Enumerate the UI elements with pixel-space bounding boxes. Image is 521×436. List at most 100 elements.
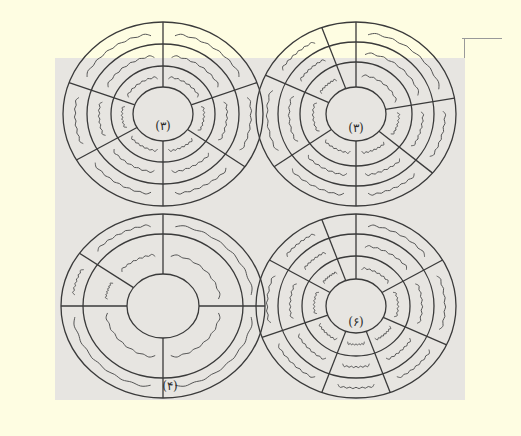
script-stroke [175, 226, 252, 295]
radial-divider [162, 141, 163, 206]
script-stroke [168, 138, 192, 151]
script-stroke [98, 102, 105, 135]
ring [127, 274, 199, 338]
script-stroke [397, 350, 430, 378]
script-stroke [415, 284, 422, 323]
radial-divider [379, 131, 433, 173]
radial-divider [188, 129, 245, 166]
script-stroke [266, 91, 278, 151]
script-stroke [301, 60, 326, 81]
radial-divider [262, 315, 328, 337]
radial-divider [322, 331, 346, 392]
page-edge [464, 38, 465, 58]
script-stroke [87, 34, 151, 77]
script-stroke [168, 77, 198, 98]
radial-divider [366, 331, 390, 392]
script-stroke [105, 283, 113, 299]
script-stroke [305, 253, 326, 270]
radial-divider [69, 83, 135, 105]
script-stroke [292, 169, 344, 196]
script-stroke [132, 136, 158, 152]
script-stroke [313, 292, 319, 313]
radial-divider [191, 83, 257, 105]
script-stroke [73, 270, 84, 295]
script-stroke [171, 255, 220, 299]
ring [61, 214, 265, 398]
script-stroke [386, 338, 410, 359]
radial-divider [162, 214, 163, 274]
script-stroke [326, 140, 351, 154]
script-stroke [266, 276, 275, 323]
ring [256, 22, 456, 206]
script-stroke [114, 149, 154, 172]
ring [133, 87, 193, 141]
radial-divider [162, 22, 163, 87]
radial-divider [383, 317, 446, 344]
radial-divider [382, 260, 443, 293]
radial-divider [355, 214, 356, 279]
script-stroke [128, 77, 158, 98]
script-stroke [95, 163, 151, 194]
scan-ground [55, 58, 465, 400]
script-stroke [171, 313, 220, 357]
script-stroke [283, 42, 316, 70]
center-number: (۳) [348, 121, 363, 135]
script-stroke [368, 225, 424, 257]
script-stroke [343, 364, 370, 368]
script-stroke [368, 173, 414, 195]
script-stroke [362, 142, 384, 154]
center-disc: (۶) [344, 313, 367, 331]
page-edge [462, 38, 502, 39]
radial-divider [322, 220, 346, 281]
radial-divider [274, 129, 331, 166]
script-stroke [121, 107, 126, 128]
script-stroke [348, 342, 365, 345]
radial-divider [199, 305, 265, 306]
script-stroke [365, 159, 399, 176]
script-stroke [98, 225, 151, 252]
script-stroke [175, 34, 239, 77]
script-stroke [172, 153, 209, 173]
radial-divider [76, 128, 137, 161]
center-disc: (۳) [344, 119, 367, 137]
script-stroke [74, 98, 83, 144]
handwriting-marks [73, 33, 446, 388]
script-stroke [198, 107, 205, 130]
script-stroke [312, 103, 319, 131]
script-stroke [175, 317, 252, 386]
center-number: (۶) [348, 315, 363, 329]
script-stroke [106, 313, 155, 357]
script-stroke [74, 317, 151, 386]
script-stroke [108, 56, 154, 87]
radial-divider [355, 141, 356, 206]
radial-divider [265, 75, 328, 102]
center-disc: (۳) [151, 117, 174, 135]
script-stroke [391, 113, 400, 134]
script-stroke [362, 268, 389, 284]
script-stroke [375, 326, 391, 340]
script-stroke [411, 112, 424, 146]
script-stroke [289, 284, 296, 318]
center-number: (۳) [155, 119, 170, 133]
radial-divider [79, 253, 133, 287]
script-stroke [323, 272, 337, 283]
script-stroke [338, 384, 374, 388]
script-stroke [365, 53, 418, 95]
script-stroke [393, 292, 399, 316]
script-stroke [308, 155, 347, 176]
script-stroke [320, 79, 336, 93]
script-stroke [175, 168, 226, 194]
ring [63, 22, 263, 206]
ring [326, 279, 386, 333]
script-stroke [218, 102, 227, 140]
script-stroke [172, 56, 218, 87]
radial-divider [61, 305, 127, 306]
ring [326, 87, 386, 141]
script-stroke [288, 96, 298, 141]
script-stroke [430, 111, 446, 156]
script-stroke [122, 254, 155, 272]
ring [256, 214, 456, 398]
script-stroke [240, 98, 252, 150]
script-stroke [362, 75, 396, 102]
